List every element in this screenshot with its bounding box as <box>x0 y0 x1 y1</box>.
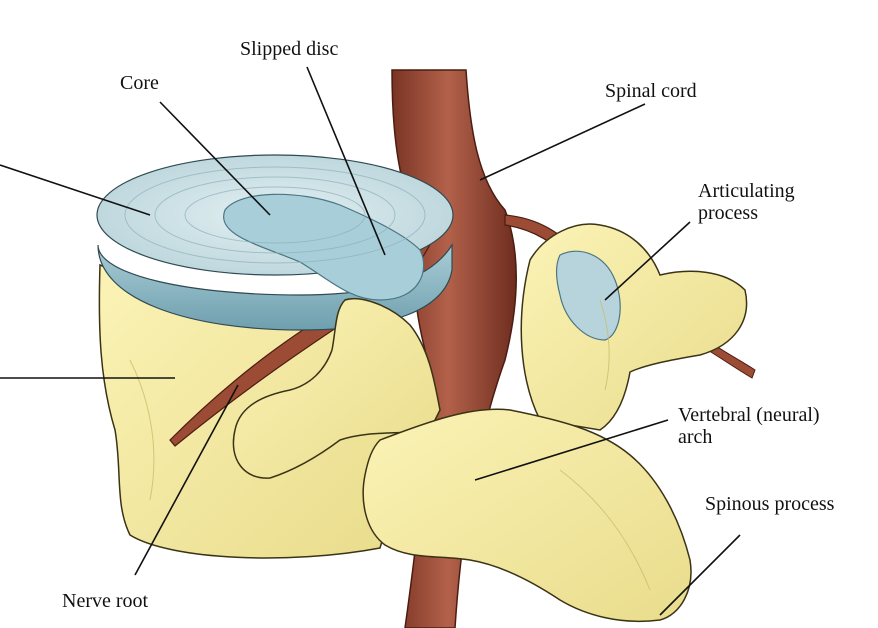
label-articulating-process: Articulating process <box>698 180 795 224</box>
label-slipped-disc: Slipped disc <box>240 38 338 60</box>
label-core: Core <box>120 72 159 94</box>
label-vertebral-arch: Vertebral (neural) arch <box>678 404 820 448</box>
pointer-spinal-cord <box>480 104 645 180</box>
articulating-process-shape <box>521 224 746 430</box>
label-spinal-cord: Spinal cord <box>605 80 697 102</box>
label-spinous-process: Spinous process <box>705 493 834 515</box>
label-nerve-root: Nerve root <box>62 590 148 612</box>
